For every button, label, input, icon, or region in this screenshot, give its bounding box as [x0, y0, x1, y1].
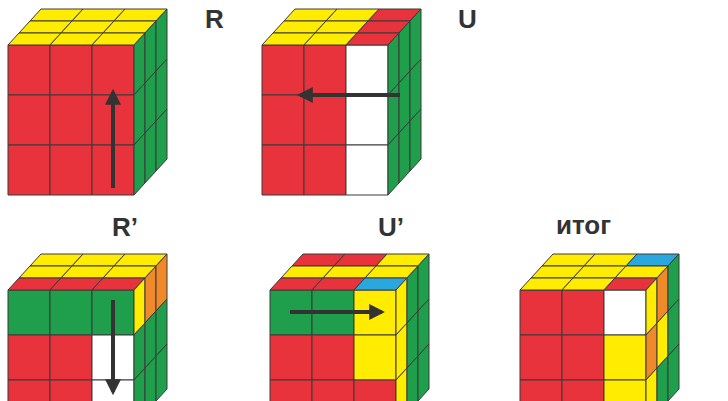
sticker: [410, 109, 421, 171]
sticker: [134, 368, 145, 401]
sticker: [668, 344, 679, 401]
sticker: [145, 356, 156, 401]
sticker: [562, 335, 604, 380]
sticker: [657, 356, 668, 401]
sticker: [8, 45, 50, 95]
move-label: R’: [112, 214, 138, 240]
move-label: U’: [378, 214, 404, 240]
sticker: [8, 95, 50, 145]
sticker: [50, 335, 92, 380]
sticker: [312, 335, 354, 380]
sticker: [8, 335, 50, 380]
move-label: итог: [556, 212, 611, 238]
sticker: [388, 133, 399, 195]
sticker: [396, 368, 407, 401]
sticker: [262, 45, 304, 95]
sticker: [50, 95, 92, 145]
sticker: [520, 290, 562, 335]
sticker: [145, 121, 156, 183]
sticker: [8, 290, 50, 335]
sticker: [407, 356, 418, 401]
sticker: [50, 145, 92, 195]
sticker: [346, 45, 388, 95]
sticker: [646, 368, 657, 401]
sticker: [312, 380, 354, 401]
sticker: [346, 145, 388, 195]
sticker: [50, 290, 92, 335]
sticker: [156, 344, 167, 401]
sticker: [354, 335, 396, 380]
rubik-cube: [8, 254, 167, 401]
rubik-cube: [520, 254, 679, 401]
rubik-cube: [262, 9, 421, 195]
rubik-cube: [8, 9, 167, 195]
sticker: [346, 95, 388, 145]
sticker: [520, 380, 562, 401]
move-label: U: [458, 6, 477, 32]
sticker: [50, 45, 92, 95]
move-arrow: [290, 310, 382, 314]
sticker: [562, 290, 604, 335]
move-arrow: [111, 92, 115, 188]
move-arrow: [300, 93, 400, 97]
sticker: [604, 290, 646, 335]
sticker: [262, 95, 304, 145]
move-arrow: [111, 300, 115, 392]
sticker: [304, 45, 346, 95]
sticker: [304, 145, 346, 195]
sticker: [262, 145, 304, 195]
sticker: [520, 335, 562, 380]
sticker: [134, 133, 145, 195]
sticker: [562, 380, 604, 401]
sticker: [8, 380, 50, 401]
sticker: [50, 380, 92, 401]
sticker: [399, 121, 410, 183]
sticker: [418, 344, 429, 401]
sticker: [8, 145, 50, 195]
sticker: [304, 95, 346, 145]
move-label: R: [205, 6, 224, 32]
sticker: [92, 45, 134, 95]
sticker: [156, 109, 167, 171]
sticker: [270, 380, 312, 401]
sticker: [604, 335, 646, 380]
sticker: [270, 335, 312, 380]
sticker: [604, 380, 646, 401]
rubik-cube: [270, 254, 429, 401]
sticker: [354, 380, 396, 401]
